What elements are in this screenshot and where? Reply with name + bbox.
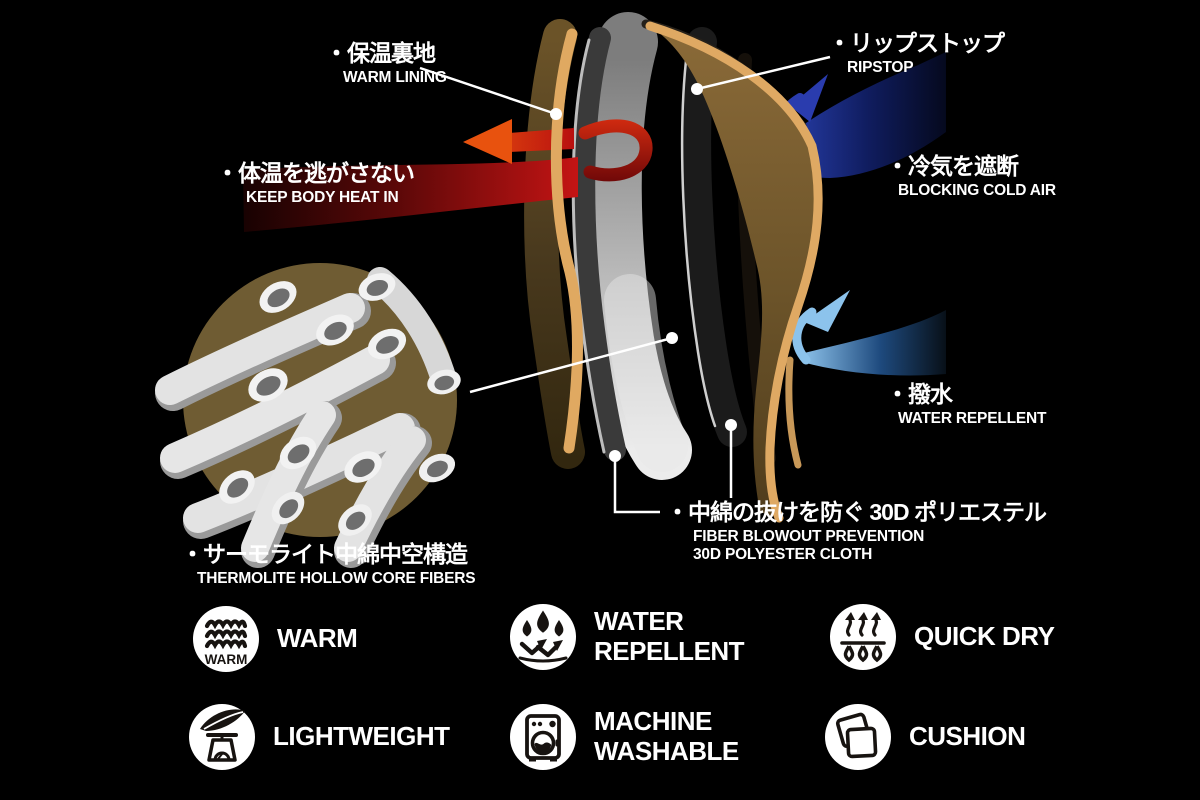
callout-water-repellent-jp: ・撥水 xyxy=(886,381,953,407)
feature-cushion-label: CUSHION xyxy=(909,721,1026,752)
fiber-circle-inset xyxy=(155,263,461,568)
callout-water-repellent-en: WATER REPELLENT xyxy=(898,410,1047,428)
fabric-layers-illustration xyxy=(243,12,946,523)
leader-fiber-blowout-right xyxy=(725,419,737,498)
feather-on-scale-icon xyxy=(189,704,255,770)
feature-warm: WARM WARM xyxy=(192,605,492,673)
callout-warm-lining-en: WARM LINING xyxy=(343,69,447,87)
callout-thermolite-en: THERMOLITE HOLLOW CORE FIBERS xyxy=(197,570,476,588)
feature-water-repellent-label: WATER REPELLENT xyxy=(594,606,745,666)
leader-warm-lining xyxy=(419,66,562,120)
feature-cushion: CUSHION xyxy=(824,703,1124,771)
callout-fiber-blowout-jp: ・中綿の抜けを防ぐ 30D ポリエステル xyxy=(666,499,1047,525)
callout-keep-body-heat-in-jp: ・体温を逃がさない xyxy=(216,160,415,186)
callout-warm-lining: ・保温裏地 WARM LINING xyxy=(325,40,447,87)
inner-gray-layer xyxy=(573,27,626,461)
feature-lightweight: LIGHTWEIGHT xyxy=(188,703,488,771)
callout-blocking-cold-air-jp: ・冷気を遮断 xyxy=(886,153,1019,179)
callout-ripstop: ・リップストップ RIPSTOP xyxy=(828,30,1005,77)
feature-machine-washable: MACHINE WASHABLE xyxy=(509,703,769,771)
callout-blocking-cold-air: ・冷気を遮断 BLOCKING COLD AIR xyxy=(886,153,1056,200)
fiber-tube-ends xyxy=(219,273,461,536)
callout-warm-lining-jp: ・保温裏地 xyxy=(325,40,436,66)
callout-blocking-cold-air-en: BLOCKING COLD AIR xyxy=(898,182,1056,200)
callout-water-repellent: ・撥水 WATER REPELLENT xyxy=(886,381,1046,428)
warm-waves-icon: WARM xyxy=(193,606,259,672)
callout-thermolite: ・サーモライト中綿中空構造 THERMOLITE HOLLOW CORE FIB… xyxy=(181,541,476,588)
callout-thermolite-jp: ・サーモライト中綿中空構造 xyxy=(181,541,468,567)
leader-fiber-blowout-left xyxy=(609,450,660,514)
feature-water-repellent: WATER REPELLENT xyxy=(509,603,769,671)
feature-lightweight-label: LIGHTWEIGHT xyxy=(273,721,450,752)
leader-ripstop xyxy=(691,55,831,95)
callout-ripstop-en: RIPSTOP xyxy=(847,59,914,77)
steam-over-droplets-icon xyxy=(830,604,896,670)
lining-face-layer xyxy=(524,19,585,469)
ripstop-layer xyxy=(645,21,823,523)
feature-quick-dry-label: QUICK DRY xyxy=(914,621,1055,652)
feature-machine-washable-label: MACHINE WASHABLE xyxy=(594,706,739,766)
callout-fiber-blowout-en1: FIBER BLOWOUT PREVENTION xyxy=(693,528,925,546)
callout-ripstop-jp: ・リップストップ xyxy=(828,30,1005,56)
water-droplets-bounce-icon xyxy=(510,604,576,670)
callout-keep-body-heat-in: ・体温を逃がさない KEEP BODY HEAT IN xyxy=(216,160,415,207)
warm-lining-layer xyxy=(550,28,583,454)
callout-fiber-blowout: ・中綿の抜けを防ぐ 30D ポリエステル FIBER BLOWOUT PREVE… xyxy=(666,499,1047,563)
leader-lines xyxy=(419,55,831,514)
heat-loop-red xyxy=(578,119,653,182)
callout-fiber-blowout-en2: 30D POLYESTER CLOTH xyxy=(693,545,873,563)
feature-quick-dry: QUICK DRY xyxy=(829,603,1129,671)
washing-machine-icon xyxy=(510,704,576,770)
leader-fiber-inset xyxy=(469,332,678,394)
dark-layer-right xyxy=(681,27,747,447)
feature-warm-label: WARM xyxy=(277,623,358,654)
callout-keep-body-heat-in-en: KEEP BODY HEAT IN xyxy=(246,189,399,207)
stacked-pads-icon xyxy=(825,704,891,770)
water-repellent-arrow-blue xyxy=(792,290,946,376)
warm-icon-text: WARM xyxy=(205,652,248,667)
batting-layer xyxy=(581,12,692,480)
